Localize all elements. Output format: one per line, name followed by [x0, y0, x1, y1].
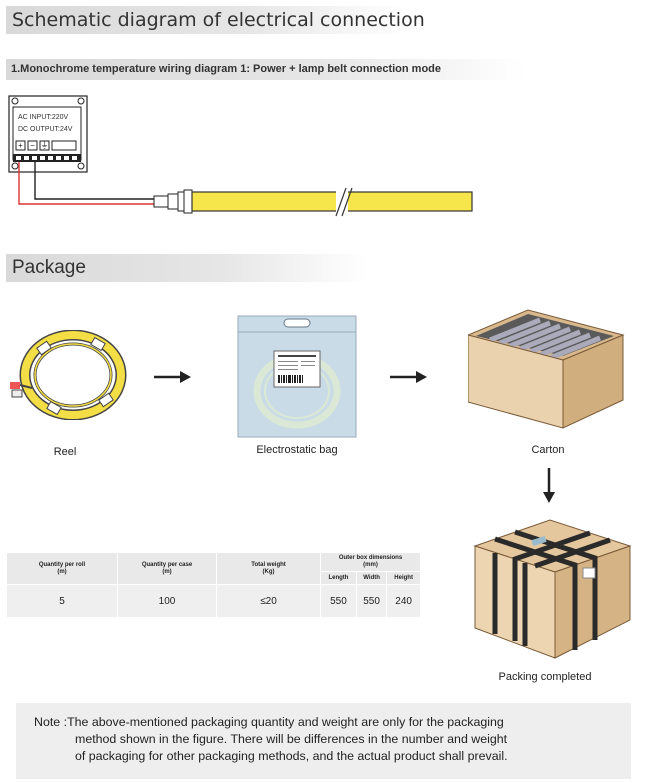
power-input-label: AC INPUT:220V — [18, 114, 69, 121]
wiring-heading: 1.Monochrome temperature wiring diagram … — [11, 63, 441, 75]
wiring-heading-bar — [6, 59, 526, 80]
header-width: Width — [355, 571, 388, 585]
cable-connector-icon — [153, 189, 193, 214]
cell-total-weight: ≤20 — [216, 584, 321, 618]
package-header-bar — [6, 254, 366, 282]
cell-length: 550 — [320, 584, 357, 618]
arrow-right-icon — [154, 371, 191, 383]
arrow-right-icon — [390, 371, 427, 383]
note-line-3: of packaging for other packaging methods… — [75, 749, 508, 763]
svg-text:⏚: ⏚ — [41, 141, 49, 150]
open-carton-icon — [468, 309, 625, 429]
carton-label: Carton — [531, 444, 565, 456]
wiring-diagram: + − ⏚ — [8, 95, 473, 217]
table-row: 5 100 ≤20 550 550 240 — [6, 584, 421, 618]
svg-text:−: − — [30, 141, 35, 150]
led-strip-icon — [191, 187, 473, 217]
bag-label: Electrostatic bag — [256, 444, 338, 456]
section-header-bar — [6, 6, 406, 34]
power-output-label: DC OUTPUT:24V — [18, 126, 73, 133]
page-title: Schematic diagram of electrical connecti… — [12, 9, 425, 31]
header-total-weight: Total weight(Kg) — [216, 552, 321, 585]
cell-qty-roll: 5 — [6, 584, 118, 618]
header-qty-roll: Quantity per roll(m) — [6, 552, 118, 585]
packing-completed-label: Packing completed — [498, 671, 592, 683]
reel-label: Reel — [53, 446, 77, 458]
arrow-down-icon — [543, 468, 555, 503]
cell-qty-case: 100 — [117, 584, 217, 618]
packed-carton-icon — [473, 519, 632, 659]
electrostatic-bag-icon — [237, 315, 357, 438]
note-box: Note :The above-mentioned packaging quan… — [16, 703, 631, 779]
reel-icon — [10, 330, 127, 420]
note-line-1: The above-mentioned packaging quantity a… — [67, 715, 504, 729]
svg-text:+: + — [18, 141, 23, 150]
note-line-2: method shown in the figure. There will b… — [75, 732, 508, 746]
header-qty-case: Quantity per case(m) — [117, 552, 217, 585]
note-prefix: Note : — [34, 715, 68, 729]
header-height: Height — [386, 571, 421, 585]
header-outer-box-dimensions: Outer box dimensions(mm) — [320, 552, 421, 572]
cell-width: 550 — [355, 584, 388, 618]
cell-height: 240 — [386, 584, 421, 618]
power-supply-icon: + − ⏚ — [8, 95, 88, 173]
package-spec-table: Quantity per roll(m) Quantity per case(m… — [6, 552, 421, 618]
package-title: Package — [12, 257, 86, 278]
header-length: Length — [320, 571, 357, 585]
